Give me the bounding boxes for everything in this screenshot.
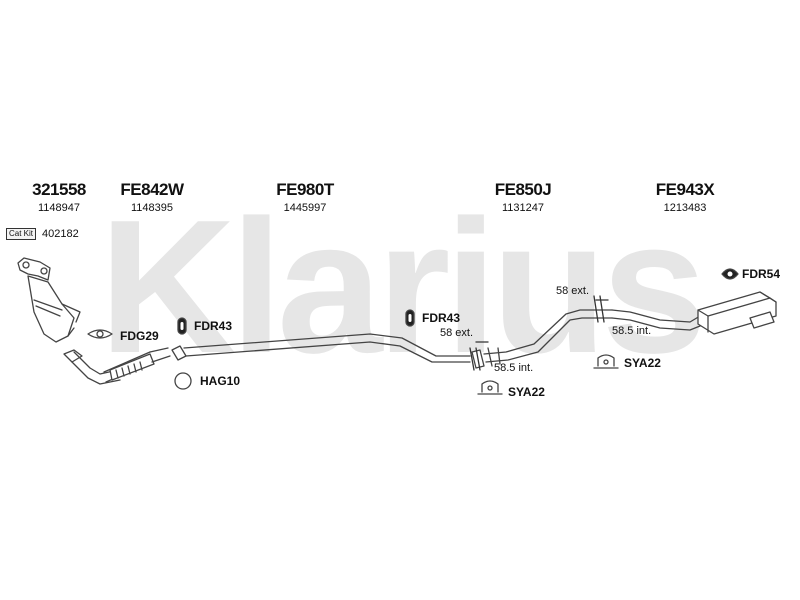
hag10-label: HAG10 — [200, 374, 241, 388]
dim-ext-label: 58 ext. — [556, 285, 590, 297]
fdg29-gasket-icon[interactable] — [87, 329, 113, 339]
part-number: FE842W — [120, 180, 184, 199]
fdr43-rubber-icon[interactable] — [177, 317, 187, 335]
part-number: 321558 — [32, 180, 86, 199]
catalyst-shape[interactable] — [17, 257, 81, 343]
svg-text:Klarius: Klarius — [99, 212, 701, 372]
sya22-label: SYA22 — [508, 385, 545, 399]
sya22-clamp-icon-2[interactable] — [593, 354, 619, 369]
dim-int-label: 58.5 int. — [612, 325, 652, 337]
hag10-ring-icon[interactable] — [174, 372, 192, 390]
part-middle-pipe[interactable]: FE980T 1445997 — [260, 180, 350, 214]
part-rear-box[interactable]: FE943X 1213483 — [640, 180, 730, 214]
oem-number: 1213483 — [663, 202, 707, 214]
dimension-markers — [469, 295, 609, 371]
part-front-pipe[interactable]: FE842W 1148395 — [106, 180, 198, 214]
fdr54-label: FDR54 — [742, 267, 781, 281]
front-pipe-shape[interactable] — [63, 347, 171, 385]
intermediate-pipe-shape[interactable] — [471, 309, 613, 369]
part-catalyst[interactable]: 321558 1148947 — [14, 180, 104, 214]
dim-ext-label-2: 58 ext. — [440, 327, 474, 339]
oem-number: 1445997 — [283, 202, 327, 214]
sya22-clamp-icon[interactable] — [477, 380, 503, 395]
oem-number: 1148947 — [37, 202, 80, 214]
sya22-label-2: SYA22 — [624, 356, 661, 370]
rear-box-shape[interactable] — [611, 291, 777, 335]
cat-kit-label: Cat Kit — [6, 228, 37, 240]
oem-number: 1131247 — [501, 202, 544, 214]
oem-number: 1148395 — [130, 202, 173, 214]
fdr43-label: FDR43 — [194, 319, 233, 333]
cat-kit-number: 402182 — [42, 228, 79, 240]
dim-int-label-2: 58.5 int. — [494, 362, 534, 374]
middle-pipe-shape[interactable] — [171, 333, 471, 363]
fdg29-label: FDG29 — [120, 329, 159, 343]
part-intermediate[interactable]: FE850J 1131247 — [478, 180, 568, 214]
part-number: FE850J — [494, 180, 552, 199]
cat-kit[interactable]: Cat Kit 402182 — [6, 228, 79, 240]
part-number: FE980T — [276, 180, 334, 199]
klarius-watermark-logo: Klarius — [99, 212, 707, 372]
fdr54-rubber-icon[interactable] — [721, 268, 739, 280]
fdr43-label-2: FDR43 — [422, 311, 461, 325]
fdr43-rubber-icon-2[interactable] — [405, 309, 415, 327]
part-number: FE943X — [655, 180, 715, 199]
